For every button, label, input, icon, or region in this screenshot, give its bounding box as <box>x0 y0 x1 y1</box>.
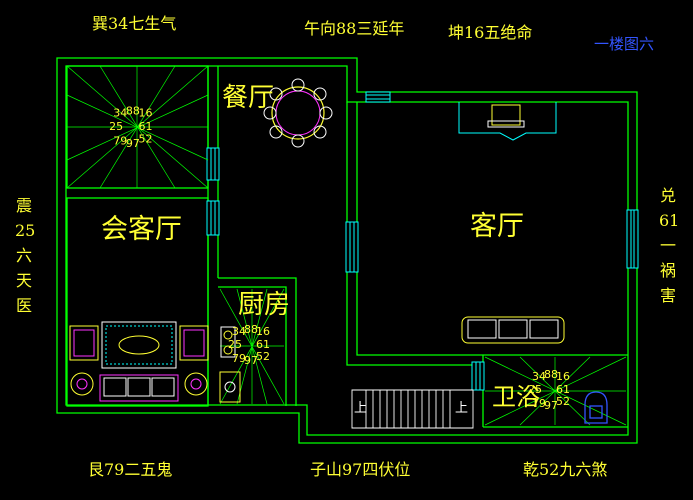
star-number: 79 <box>113 135 127 148</box>
radial-lines-topleft <box>66 65 209 189</box>
room-dining: 餐厅 <box>222 83 275 113</box>
stair-up-right: 上 <box>455 401 469 416</box>
star-number: 52 <box>556 395 570 408</box>
stair-up-left: 上 <box>354 401 368 416</box>
star-number: 97 <box>244 354 258 367</box>
label-right-char: 一 <box>659 236 676 255</box>
tv-cabinet <box>458 102 557 141</box>
label-top-center: 午向88三延年 <box>304 19 405 38</box>
room-reception: 会客厅 <box>101 214 182 245</box>
star-number: 88 <box>126 104 140 117</box>
star-number: 25 <box>109 120 123 133</box>
label-right-char: 61 <box>659 211 680 230</box>
label-right-char: 祸 <box>659 261 676 280</box>
living-sofa <box>461 316 565 344</box>
label-left: 震 25 六天医 <box>15 193 36 318</box>
star-number: 88 <box>244 323 258 336</box>
star-number: 52 <box>256 350 270 363</box>
star-number: 16 <box>139 106 153 119</box>
room-kitchen: 厨房 <box>238 290 291 320</box>
star-number: 88 <box>544 368 558 381</box>
label-top-right: 坤16五绝命 <box>448 23 533 42</box>
star-number: 16 <box>256 325 270 338</box>
label-left-char: 25 <box>15 221 36 240</box>
label-bottom-left: 艮79二五鬼 <box>88 460 173 479</box>
star-number: 79 <box>532 397 546 410</box>
dining-table <box>263 78 333 148</box>
star-number: 52 <box>139 133 153 146</box>
kitchen-stove <box>219 326 241 403</box>
label-top-left: 巽34七生气 <box>92 14 177 33</box>
room-bathroom: 卫浴 <box>492 383 540 411</box>
openings <box>206 91 639 391</box>
star-number: 79 <box>232 352 246 365</box>
star-number: 61 <box>256 338 270 351</box>
star-number: 97 <box>126 137 140 150</box>
label-left-char: 六 <box>15 246 32 265</box>
star-number: 34 <box>232 325 246 338</box>
label-right: 兑 61 一祸害 <box>659 183 680 308</box>
star-number: 16 <box>556 370 570 383</box>
label-right-char: 害 <box>659 286 676 305</box>
label-left-char: 震 <box>15 196 32 215</box>
star-number: 25 <box>528 383 542 396</box>
toilet <box>584 391 608 424</box>
star-number: 34 <box>113 106 127 119</box>
label-left-char: 天 <box>15 271 32 290</box>
room-living: 客厅 <box>470 211 524 242</box>
star-number: 25 <box>228 338 242 351</box>
label-left-char: 医 <box>15 296 32 315</box>
plan-title: 一楼图六 <box>594 35 655 53</box>
staircase <box>351 389 474 429</box>
star-number: 97 <box>544 399 558 412</box>
label-bottom-right: 乾52九六煞 <box>523 460 608 479</box>
radial-lines-kitchen <box>219 288 285 405</box>
sofa-set <box>69 321 209 402</box>
label-bottom-center: 子山97四伏位 <box>310 460 411 479</box>
radial-lines-bathroom <box>484 356 627 426</box>
label-right-char: 兑 <box>659 186 676 205</box>
star-number: 34 <box>532 370 546 383</box>
star-number: 61 <box>556 383 570 396</box>
star-number: 61 <box>139 120 153 133</box>
